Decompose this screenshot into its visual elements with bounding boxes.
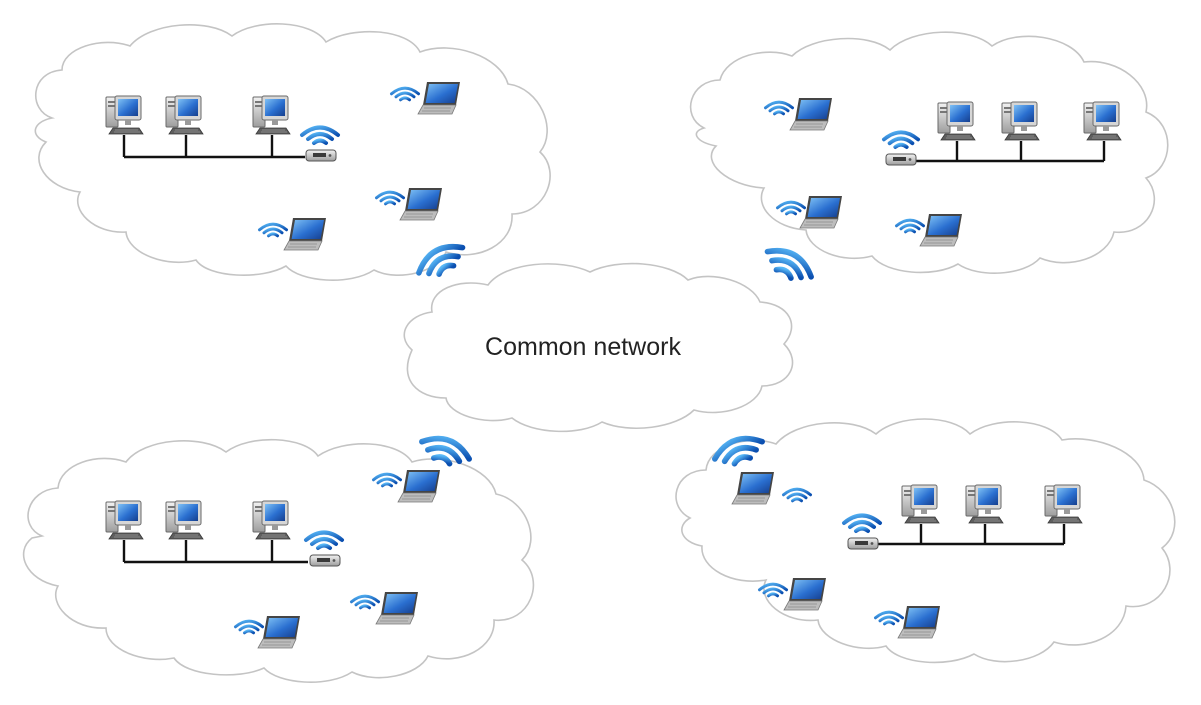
- lan-top-right: [762, 97, 1122, 287]
- lan-bus-line: [877, 524, 1066, 546]
- router-icon: [305, 149, 337, 162]
- lan-bottom-right: [711, 432, 1083, 639]
- common-network-cloud: [403, 262, 794, 433]
- lan-bus-line: [122, 135, 305, 159]
- lan-bus-line: [122, 540, 308, 564]
- common-network-label: Common network: [485, 333, 681, 361]
- lan-bus-line: [915, 141, 1106, 163]
- router-icon: [309, 554, 341, 567]
- router-icon: [885, 153, 917, 166]
- lan-bottom-left: [105, 432, 473, 649]
- wifi-icon: [762, 243, 816, 287]
- router-icon: [847, 537, 879, 550]
- lan-top-left: [105, 81, 468, 283]
